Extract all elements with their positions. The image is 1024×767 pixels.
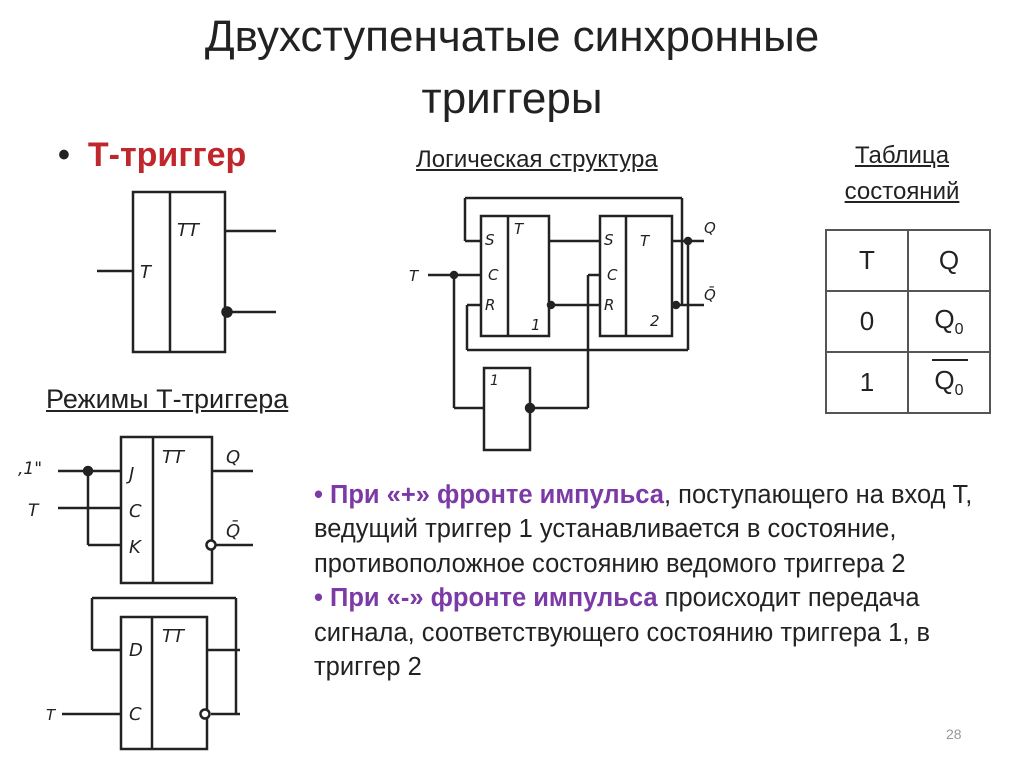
- row-0-q: Q0: [907, 290, 991, 353]
- state-table-label-line-1: Таблица: [854, 142, 950, 169]
- t-trigger-heading: Т-триггер: [87, 136, 247, 174]
- row-0-t: 0: [825, 290, 909, 353]
- jk-q-label: Q: [226, 447, 240, 468]
- one-input-label: ,1": [18, 459, 42, 479]
- state-table: T Q 0 Q0 1 Q0: [825, 229, 991, 414]
- t-flipflop-symbol: [97, 190, 276, 354]
- ff2-number: 2: [650, 312, 660, 330]
- q-bar-output-label: Q̄: [704, 285, 716, 304]
- logic-structure-circuit: [428, 196, 704, 452]
- ff2-c-label: C: [607, 266, 618, 284]
- q-output-label: Q: [704, 219, 716, 237]
- ff2-s-label: S: [604, 231, 614, 249]
- t-trigger-bullet: • Т-триггер: [58, 136, 246, 175]
- state-table-row: 1 Q0: [825, 351, 991, 414]
- description-paragraph-2: • При «-» фронте импульса происходит пер…: [314, 584, 931, 682]
- jk-t-input-label: T: [28, 501, 40, 521]
- j-label: J: [126, 464, 134, 485]
- slide-number: 28: [946, 726, 962, 742]
- logic-structure-label: Логическая структура: [416, 146, 658, 173]
- t-input-label: T: [140, 262, 153, 283]
- row-1-t: 1: [825, 351, 909, 414]
- ff1-r-label: R: [485, 296, 495, 314]
- c-label: C: [129, 501, 142, 522]
- ff1-s-label: S: [485, 231, 495, 249]
- d-tt-label: TT: [162, 626, 186, 647]
- state-table-label: Таблица состояний: [822, 138, 982, 210]
- description-text: • При «+» фронте импульса, поступающего …: [314, 478, 1004, 684]
- bullet-dot: •: [58, 136, 70, 174]
- title-line-2: триггеры: [421, 74, 603, 123]
- d-c-label: C: [129, 704, 142, 725]
- ff1-number: 1: [531, 316, 541, 334]
- ff2-r-label: R: [604, 296, 614, 314]
- k-label: K: [129, 537, 142, 558]
- t-trigger-modes-label: Режимы Т-триггера: [46, 384, 289, 414]
- state-table-row: 0 Q0: [825, 290, 991, 353]
- slide-title: Двухступенчатые синхронные триггеры: [0, 6, 1024, 130]
- header-t: T: [825, 229, 909, 292]
- jk-q-bar-label: Q̄: [226, 520, 240, 542]
- state-table-label-line-2: состояний: [844, 178, 960, 205]
- header-q: Q: [907, 229, 991, 292]
- state-table-header-row: T Q: [825, 229, 991, 292]
- ff1-t-label: T: [514, 220, 525, 238]
- inverter-label: 1: [490, 373, 499, 389]
- tt-label: TT: [177, 220, 201, 241]
- row-1-q-inverted: Q0: [907, 351, 991, 414]
- jk-tt-label: TT: [162, 447, 186, 468]
- ff1-c-label: C: [488, 266, 499, 284]
- jk-flipflop-t-mode: [58, 435, 253, 585]
- d-t-input-label: T: [46, 706, 57, 724]
- title-line-1: Двухступенчатые синхронные: [204, 12, 820, 61]
- description-paragraph-1: • При «+» фронте импульса, поступающего …: [314, 481, 973, 578]
- ff2-t-label: T: [640, 232, 651, 250]
- d-label: D: [129, 640, 143, 661]
- positive-edge-highlight: При «+» фронте импульса: [330, 481, 664, 509]
- d-flipflop-t-mode: [62, 596, 240, 751]
- logic-t-input-label: T: [409, 267, 420, 285]
- negative-edge-highlight: При «-» фронте импульса: [330, 584, 658, 613]
